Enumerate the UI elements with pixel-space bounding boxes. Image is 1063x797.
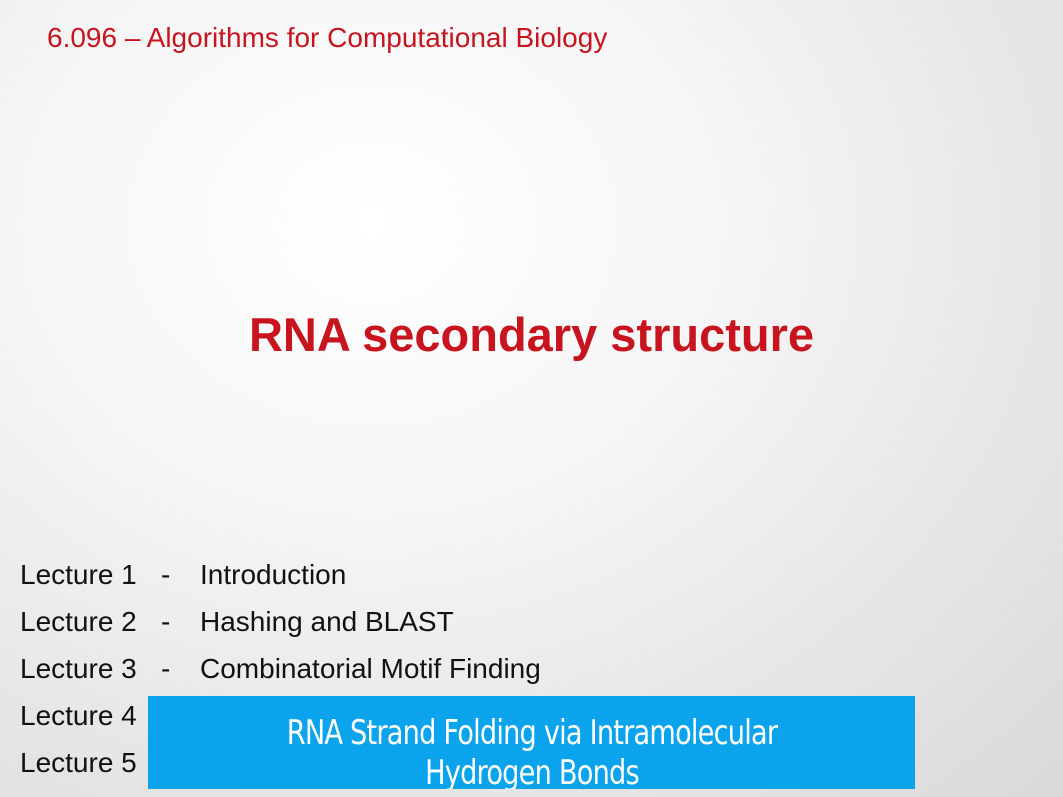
lecture-topic: Introduction [200,559,347,590]
lecture-topic: Combinatorial Motif Finding [200,653,541,684]
lecture-number: Lecture 1 [20,559,137,590]
lecture-separator: - [161,653,171,684]
lecture-list: Lecture 1 - Introduction Lecture 2 - Has… [20,555,541,790]
caption-banner: RNA Strand Folding via Intramolecular Hy… [148,696,915,789]
lecture-item: Lecture 1 - Introduction [20,555,541,602]
slide-title: RNA secondary structure [248,308,815,361]
lecture-item: Lecture 5 [20,743,541,790]
lecture-separator: - [161,606,171,637]
lecture-item: Lecture 2 - Hashing and BLAST [20,602,541,649]
lecture-number: Lecture 3 [20,653,137,684]
lecture-number: Lecture 2 [20,606,137,637]
lecture-number: Lecture 5 [20,747,137,778]
lecture-separator: - [161,559,171,590]
lecture-item: Lecture 3 - Combinatorial Motif Finding [20,649,541,696]
lecture-number: Lecture 4 [20,700,137,731]
course-title: 6.096 – Algorithms for Computational Bio… [47,22,608,53]
caption-text: RNA Strand Folding via Intramolecular Hy… [286,713,777,789]
lecture-item: Lecture 4 [20,696,541,743]
lecture-topic: Hashing and BLAST [200,606,454,637]
